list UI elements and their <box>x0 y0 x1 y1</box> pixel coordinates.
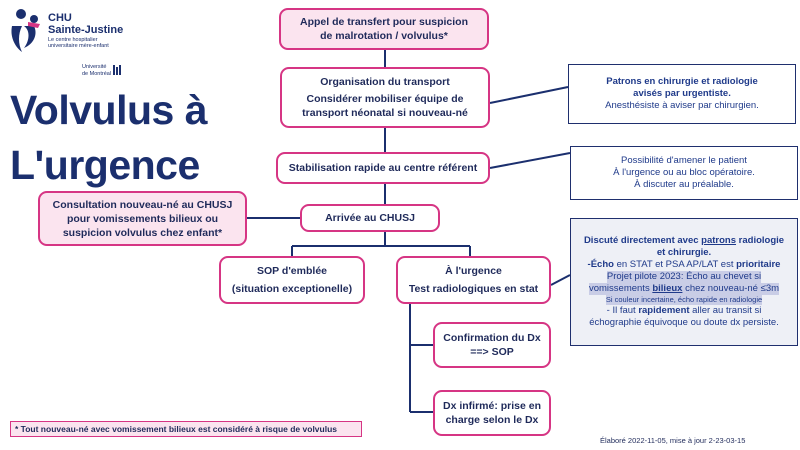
box-urgence-line2: Test radiologiques en stat <box>408 283 539 295</box>
note-discute-line3: -Écho en STAT et PSA AP/LAT est priorita… <box>588 259 781 271</box>
update-stamp: Élaboré 2022-11-05, mise à jour 2-23-03-… <box>600 436 746 445</box>
box-arrivee-text: Arrivée au CHUSJ <box>325 212 415 224</box>
note-discute-text-8: aller au transit si <box>689 305 762 316</box>
note-discute-line6: Si couleur incertaine, écho rapide en ra… <box>605 295 763 305</box>
box-stabilisation-text: Stabilisation rapide au centre référent <box>288 162 478 174</box>
chusj-logo: CHU Sainte-Justine Le centre hospitalier… <box>8 6 128 84</box>
logo-tagline-2: universitaire mère-enfant <box>48 43 109 49</box>
box-appel-line2: de malrotation / volvulus* <box>320 30 448 42</box>
note-possibilite-line2: À l'urgence ou au bloc opératoire. <box>613 167 755 178</box>
note-patrons: Patrons en chirurgie et radiologie avisé… <box>568 64 796 124</box>
connector-stabilisation-possibilite <box>489 152 571 169</box>
note-discute-text-7: - Il faut <box>606 305 639 316</box>
box-consultation-line2: pour vomissements bilieux ou <box>66 212 219 225</box>
note-discute-text-6: chez nouveau-né ≤3m <box>682 283 780 294</box>
box-infirme-line2: charge selon le Dx <box>445 414 539 426</box>
note-discute-text: Discuté directement avec <box>583 235 702 246</box>
note-patrons-line2: avisés par urgentiste. <box>633 88 731 99</box>
box-sop-line1: SOP d'emblée <box>257 265 327 277</box>
note-discute-line5: vomissements bilieux chez nouveau-né ≤3m <box>588 283 780 295</box>
box-confirmation-line1: Confirmation du Dx <box>443 332 541 344</box>
box-organisation-line3: transport néonatal si nouveau-né <box>302 107 468 119</box>
note-discute-line2: et chirurgie. <box>656 247 712 258</box>
box-organisation-transport: Organisation du transport Considérer mob… <box>280 67 490 128</box>
box-arrivee-chusj: Arrivée au CHUSJ <box>300 204 440 232</box>
note-discute-echo: -Écho <box>587 259 614 270</box>
udem-label-2: de Montréal <box>82 71 112 77</box>
note-discute-patrons: patrons <box>701 235 737 246</box>
note-discute-text-3: en STAT et PSA AP/LAT est <box>613 259 737 270</box>
logo-name: Sainte-Justine <box>48 24 124 36</box>
udem-mark-icon <box>113 65 121 75</box>
note-discute: Discuté directement avec patrons radiolo… <box>570 218 798 346</box>
footnote: * Tout nouveau-né avec vomissement bilie… <box>10 421 362 437</box>
box-consultation: Consultation nouveau-né au CHUSJ pour vo… <box>38 191 247 246</box>
box-sop-emblee: SOP d'emblée (situation exceptionelle) <box>219 256 365 304</box>
box-confirmation: Confirmation du Dx ==> SOP <box>433 322 551 368</box>
box-confirmation-line2: ==> SOP <box>470 346 514 358</box>
note-discute-prioritaire: prioritaire <box>736 259 781 270</box>
logo-tagline: Le centre hospitalier <box>48 37 98 43</box>
box-consultation-line3: suspicion volvulus chez enfant* <box>62 226 223 239</box>
note-discute-line8: échographie équivoque ou doute dx persis… <box>589 317 779 328</box>
box-consultation-line1: Consultation nouveau-né au CHUSJ <box>52 198 233 211</box>
box-dx-infirme: Dx infirmé: prise en charge selon le Dx <box>433 390 551 436</box>
box-urgence-line1: À l'urgence <box>445 265 502 277</box>
box-appel-transfert: Appel de transfert pour suspicion de mal… <box>279 8 489 50</box>
box-organisation-line2: Considérer mobiliser équipe de <box>306 93 464 105</box>
udem-label: Université <box>82 64 107 70</box>
box-appel-line1: Appel de transfert pour suspicion <box>299 16 469 28</box>
connector-organisation-patrons <box>489 86 569 104</box>
box-organisation-title: Organisation du transport <box>320 76 450 88</box>
note-discute-line1: Discuté directement avec patrons radiolo… <box>584 235 784 247</box>
box-infirme-line1: Dx infirmé: prise en <box>442 400 542 412</box>
logo-chu: CHU <box>48 12 72 24</box>
connector-urgence-discute <box>550 274 571 286</box>
note-patrons-line3: Anesthésiste à aviser par chirurgien. <box>605 100 759 111</box>
chusj-figure-icon <box>11 9 40 52</box>
note-discute-text-5: vomissements <box>588 283 653 294</box>
note-discute-line7: - Il faut rapidement aller au transit si <box>607 305 762 317</box>
note-discute-text-2: radiologie <box>736 235 785 246</box>
note-discute-bilieux: bilieux <box>652 283 683 294</box>
note-possibilite-line1: Possibilité d'amener le patient <box>621 155 747 166</box>
note-possibilite: Possibilité d'amener le patient À l'urge… <box>570 146 798 200</box>
note-discute-line4: Projet pilote 2023: Écho au chevet si <box>606 271 762 283</box>
page-title-line2: L'urgence <box>10 142 200 188</box>
box-stabilisation: Stabilisation rapide au centre référent <box>276 152 490 184</box>
page-title: Volvulus à <box>10 87 208 133</box>
note-discute-rapidement: rapidement <box>638 305 690 316</box>
note-possibilite-line3: À discuter au préalable. <box>634 179 734 190</box>
box-urgence: À l'urgence Test radiologiques en stat <box>396 256 551 304</box>
box-sop-line2: (situation exceptionelle) <box>231 283 353 295</box>
note-patrons-line1: Patrons en chirurgie et radiologie <box>606 76 758 87</box>
